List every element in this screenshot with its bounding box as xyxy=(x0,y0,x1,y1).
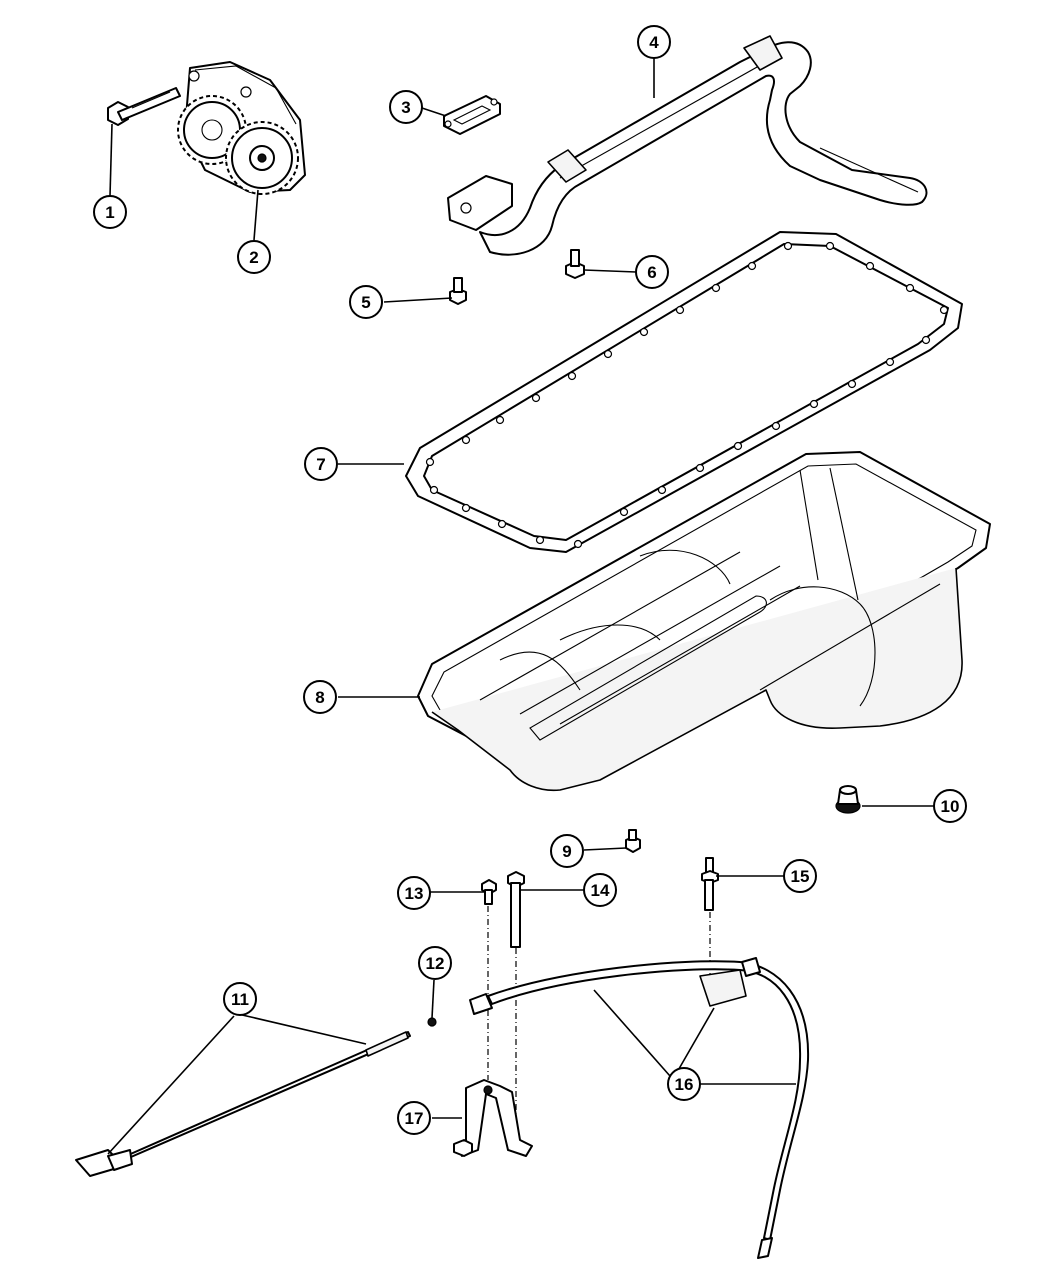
part-16-dipstick-tube xyxy=(469,957,810,1259)
part-7-oil-pan-gasket xyxy=(405,231,963,553)
callout-8: 8 xyxy=(303,680,337,714)
part-1-bolt xyxy=(107,87,181,126)
callout-3: 3 xyxy=(389,90,423,124)
callout-2: 2 xyxy=(237,240,271,274)
callout-17: 17 xyxy=(397,1101,431,1135)
callout-13: 13 xyxy=(397,876,431,910)
callout-5-label: 5 xyxy=(361,293,370,312)
callout-16-label: 16 xyxy=(675,1075,694,1094)
part-10-drain-plug xyxy=(835,785,861,814)
callout-10-label: 10 xyxy=(941,797,960,816)
part-8-oil-pan xyxy=(417,451,991,792)
callout-3-label: 3 xyxy=(401,98,410,117)
callout-7-label: 7 xyxy=(316,455,325,474)
callout-12-label: 12 xyxy=(426,954,445,973)
part-9-bolt xyxy=(625,829,641,853)
part-6-bolt xyxy=(565,249,585,279)
leader-lines xyxy=(107,58,934,1155)
callout-2-label: 2 xyxy=(249,248,258,267)
callout-9: 9 xyxy=(550,834,584,868)
callout-8-label: 8 xyxy=(315,688,324,707)
part-12-o-ring xyxy=(427,1017,437,1027)
part-13-bolt xyxy=(481,879,497,905)
callout-1: 1 xyxy=(93,195,127,229)
callout-9-label: 9 xyxy=(562,842,571,861)
callout-14-label: 14 xyxy=(591,881,610,900)
callout-6: 6 xyxy=(635,255,669,289)
part-11-dipstick xyxy=(75,1031,411,1177)
callout-6-label: 6 xyxy=(647,263,656,282)
callout-1-label: 1 xyxy=(105,203,114,222)
callout-15-label: 15 xyxy=(791,867,810,886)
callout-4-label: 4 xyxy=(649,33,659,52)
callout-13-label: 13 xyxy=(405,884,424,903)
callout-7: 7 xyxy=(304,447,338,481)
part-5-bolt xyxy=(449,277,467,305)
callout-12: 12 xyxy=(418,946,452,980)
part-14-long-bolt xyxy=(507,871,525,948)
callout-10: 10 xyxy=(933,789,967,823)
callout-15: 15 xyxy=(783,859,817,893)
callout-17-label: 17 xyxy=(405,1109,424,1128)
callout-14: 14 xyxy=(583,873,617,907)
callout-5: 5 xyxy=(349,285,383,319)
part-3-gasket xyxy=(443,95,501,135)
callout-11-label: 11 xyxy=(231,990,249,1009)
part-2-oil-pump xyxy=(177,61,306,195)
part-17-bracket xyxy=(453,1079,533,1157)
installation-lines xyxy=(487,906,711,1150)
callout-4: 4 xyxy=(637,25,671,59)
part-4-oil-pickup-tube xyxy=(447,35,928,256)
callout-16: 16 xyxy=(667,1067,701,1101)
callout-11: 11 xyxy=(223,982,257,1016)
part-15-stud xyxy=(701,857,719,911)
